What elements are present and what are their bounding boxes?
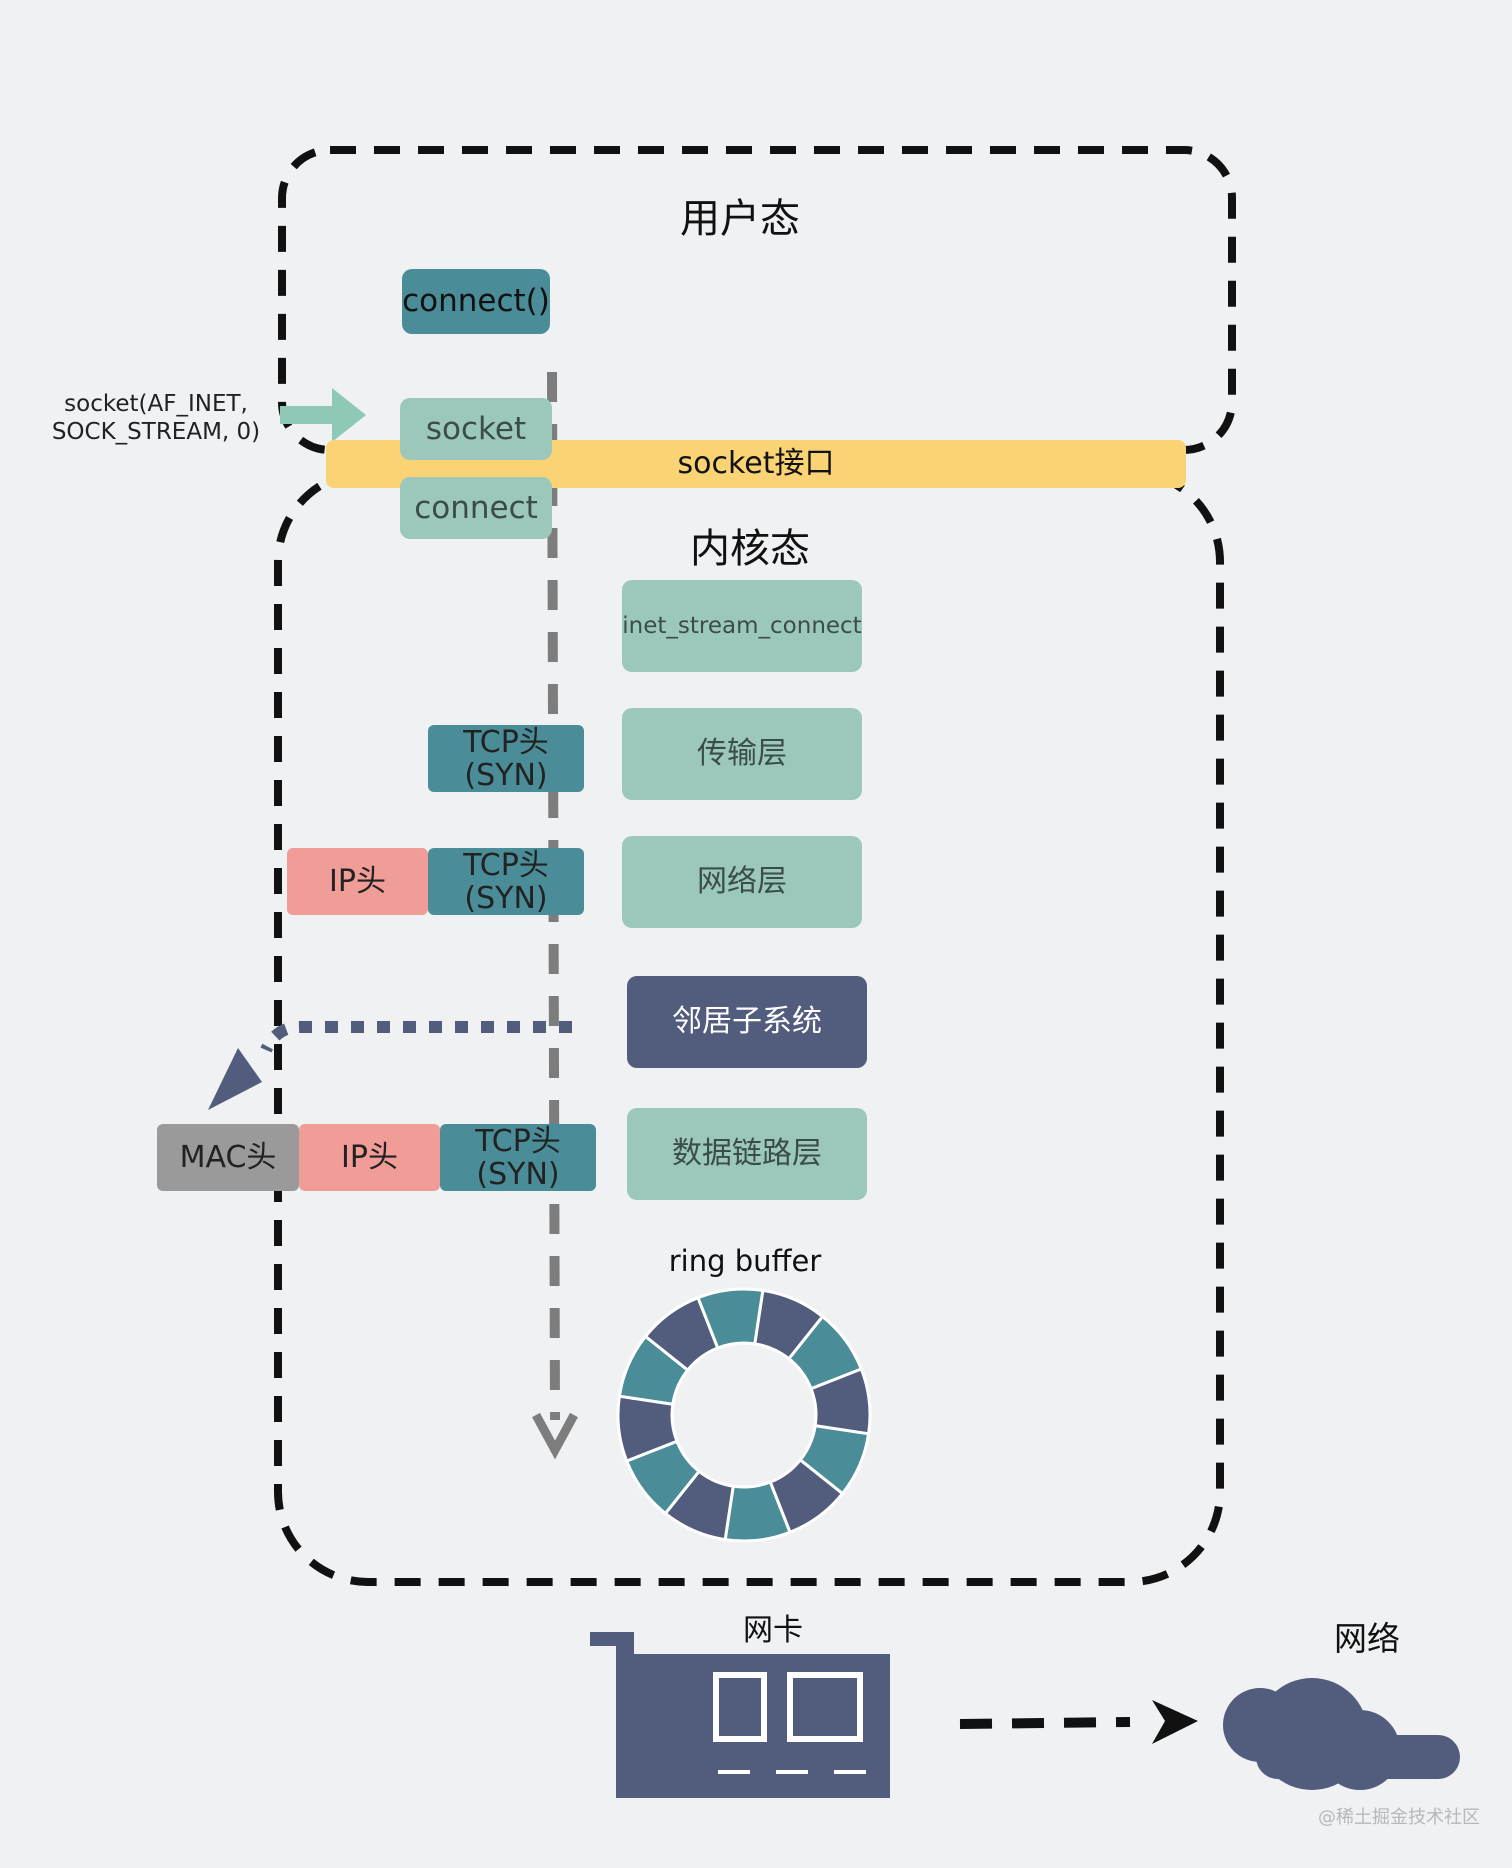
transport-layer-box: 传输层 (622, 708, 862, 800)
connect-box-label: connect (414, 489, 538, 526)
user-space-label: 用户态 (680, 196, 800, 242)
socket-call-label: socket(AF_INET, SOCK_STREAM, 0) (40, 390, 272, 446)
socket-box: socket (400, 398, 552, 460)
network-label: 网络 (1334, 1619, 1400, 1658)
ring-buffer-label: ring buffer (668, 1244, 822, 1278)
network-layer-label: 网络层 (697, 864, 787, 900)
cloud-icon (1223, 1678, 1460, 1790)
data-link-layer-box: 数据链路层 (627, 1108, 867, 1200)
nic-label: 网卡 (743, 1613, 803, 1648)
socket-call-line2: SOCK_STREAM, 0) (51, 419, 261, 445)
tcp-header-line1: TCP头 (463, 724, 549, 760)
nic-to-network-arrow (959, 1700, 1198, 1744)
tcp-header-line2: (SYN) (464, 757, 548, 793)
socket-interface-label: socket接口 (677, 446, 835, 482)
ip-header-network: IP头 (287, 848, 428, 915)
neighbor-subsystem-label: 邻居子系统 (672, 1004, 822, 1040)
ip-header-label: IP头 (329, 863, 386, 899)
neighbor-subsystem-box: 邻居子系统 (627, 976, 867, 1068)
tcp-header-transport: TCP头 (SYN) (428, 725, 584, 792)
socket-box-label: socket (425, 410, 527, 447)
transport-layer-label: 传输层 (697, 736, 787, 772)
neighbor-dotted-path (260, 1021, 572, 1053)
inet-stream-connect-label: inet_stream_connect (622, 612, 862, 639)
tcp-header-datalink: TCP头 (SYN) (440, 1124, 596, 1191)
connect-call-box: connect() (402, 269, 550, 334)
tcp-header-line1: TCP头 (463, 847, 549, 883)
inet-stream-connect-box: inet_stream_connect (622, 580, 862, 672)
socket-call-line1: socket(AF_INET, (64, 391, 248, 417)
tcp-header-line1: TCP头 (475, 1123, 561, 1159)
network-layer-box: 网络层 (622, 836, 862, 928)
tcp-header-line2: (SYN) (476, 1156, 560, 1192)
network-card-icon (590, 1632, 890, 1798)
watermark: @稀土掘金技术社区 (1318, 1807, 1480, 1828)
kernel-space-boundary (274, 468, 1224, 1586)
neighbor-arrowhead (208, 1048, 262, 1110)
mac-header: MAC头 (157, 1124, 299, 1191)
connect-box: connect (400, 477, 552, 539)
data-link-layer-label: 数据链路层 (672, 1136, 822, 1172)
ip-header-label: IP头 (341, 1139, 398, 1175)
connect-call-label: connect() (402, 283, 550, 320)
ring-buffer-segment (696, 1287, 765, 1350)
ring-buffer-icon (616, 1287, 872, 1543)
right-arrow-icon (280, 388, 366, 442)
mac-header-label: MAC头 (179, 1139, 277, 1175)
tcp-header-line2: (SYN) (464, 880, 548, 916)
kernel-space-label: 内核态 (690, 526, 810, 572)
tcp-header-network: TCP头 (SYN) (428, 848, 584, 915)
ip-header-datalink: IP头 (299, 1124, 440, 1191)
